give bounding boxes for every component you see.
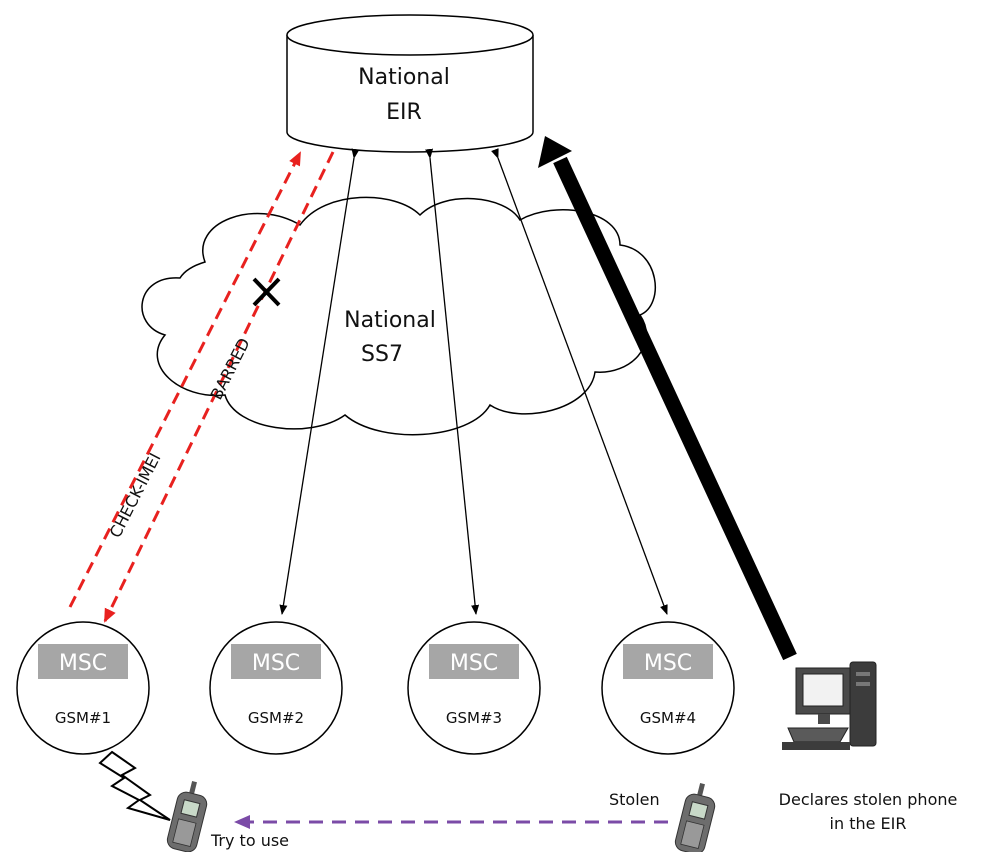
mobile-phone-icon <box>166 781 208 852</box>
gsm-label: GSM#1 <box>55 709 111 727</box>
eir-label-line2: EIR <box>386 100 422 125</box>
terminal-label-line2: in the EIR <box>830 814 907 833</box>
barred-arrow <box>103 151 335 623</box>
msc-box <box>231 644 321 679</box>
link-gsm4 <box>491 148 668 615</box>
ss7-label-line2: SS7 <box>361 342 403 367</box>
gsm-label: GSM#4 <box>640 709 696 727</box>
eir-database <box>286 14 534 153</box>
stolen-label: Stolen <box>609 790 660 809</box>
msc-label: MSC <box>450 651 498 676</box>
msc-box <box>623 644 713 679</box>
try-to-use-label: Try to use <box>210 831 289 850</box>
msc-label: MSC <box>59 651 107 676</box>
eir-label-line1: National <box>358 65 450 90</box>
link-gsm2 <box>279 148 360 615</box>
ss7-label-line1: National <box>344 308 436 333</box>
declare-stolen-arrow <box>538 136 797 661</box>
operator-gsm4: MSC GSM#4 <box>601 621 735 755</box>
msc-label: MSC <box>644 651 692 676</box>
mobile-phone-icon <box>674 783 716 852</box>
desktop-computer-icon <box>782 661 877 750</box>
operator-gsm2: MSC GSM#2 <box>209 621 343 755</box>
msc-label: MSC <box>252 651 300 676</box>
operator-gsm3: MSC GSM#3 <box>407 621 541 755</box>
check-imei-arrow <box>68 151 302 608</box>
eir-links <box>279 148 668 615</box>
msc-box <box>38 644 128 679</box>
check-imei-label: CHECK-IMEI <box>106 450 165 541</box>
operator-gsm1: MSC GSM#1 <box>16 621 150 755</box>
radio-signal-icon <box>98 750 171 821</box>
gsm-label: GSM#2 <box>248 709 304 727</box>
barred-cross-icon <box>252 277 281 307</box>
msc-box <box>429 644 519 679</box>
link-gsm3 <box>425 148 480 615</box>
terminal-label-line1: Declares stolen phone <box>779 790 958 809</box>
gsm-label: GSM#3 <box>446 709 502 727</box>
